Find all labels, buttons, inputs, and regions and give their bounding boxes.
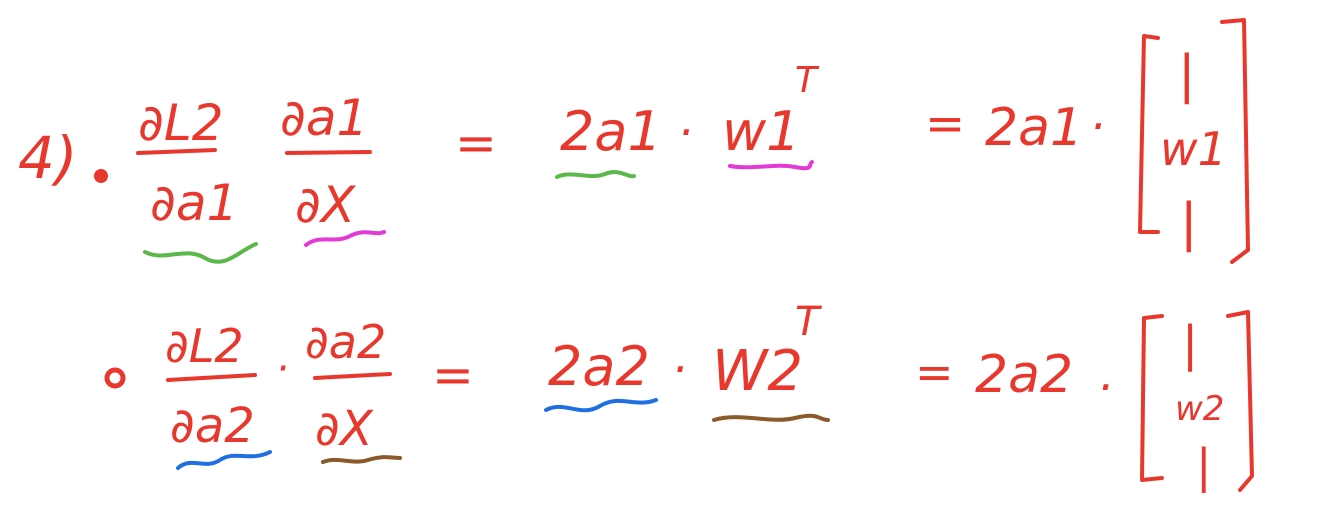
equals-1: =: [455, 114, 497, 172]
right-bracket: [1220, 18, 1250, 264]
matrix-mid: w1: [1160, 122, 1227, 176]
underline-blue-2: [544, 398, 658, 413]
bullet-1: [94, 169, 108, 183]
underline-magenta-2: [728, 160, 814, 171]
underline-green: [143, 242, 258, 264]
left-bracket: [1140, 314, 1164, 482]
item-number: 4): [18, 124, 78, 192]
frac1-denominator: ∂a1: [150, 174, 238, 232]
frac1-numerator: ∂L2: [138, 94, 224, 152]
transpose-2: T: [795, 299, 823, 345]
frac2-denominator: ∂X: [315, 401, 374, 457]
frac-dot: ·: [276, 346, 289, 392]
frac2-denominator: ∂X: [295, 176, 357, 234]
frac2-numerator: ∂a1: [280, 89, 368, 147]
result-2a2: 2a2: [975, 345, 1073, 405]
frac2-bar: [285, 150, 372, 155]
matrix-top: |: [1178, 45, 1196, 105]
dot-2: ·: [1090, 99, 1105, 153]
equals-2: =: [925, 96, 965, 152]
frac1-denominator: ∂a2: [170, 398, 255, 454]
transpose-1: T: [795, 60, 820, 101]
term-2a1: 2a1: [560, 100, 662, 163]
frac2-numerator: ∂a2: [305, 315, 386, 369]
result-2a1: 2a1: [985, 98, 1083, 158]
line-1: 4) ∂L2 ∂a1 ∂a1 ∂X = 2a1 · w1 T = 2a1 · |…: [18, 18, 1250, 264]
dot-1: ·: [672, 342, 687, 396]
underline-brown-2: [712, 413, 830, 422]
underline-blue: [176, 450, 272, 470]
dot-2: .: [1100, 347, 1115, 401]
matrix-mid: w2: [1175, 389, 1224, 429]
term-2a2: 2a2: [548, 335, 650, 398]
term-w1: w1: [722, 100, 801, 163]
frac1-bar: [166, 373, 257, 382]
matrix-bot: |: [1196, 439, 1212, 494]
matrix-2: | w2 |: [1140, 310, 1254, 494]
matrix-1: | w1 |: [1138, 18, 1250, 264]
frac1-numerator: ∂L2: [165, 319, 244, 373]
line-2: ∂L2 ∂a2 · ∂a2 ∂X = 2a2 · W2 T = 2a2 . | …: [104, 299, 1254, 494]
matrix-bot: |: [1180, 193, 1198, 253]
equals-2: =: [915, 345, 954, 399]
underline-brown: [321, 455, 402, 464]
equals-1: =: [432, 346, 474, 404]
dot-1: ·: [678, 105, 693, 159]
underline-magenta: [304, 230, 386, 247]
left-bracket: [1138, 34, 1160, 234]
term-W2: W2: [712, 339, 803, 404]
frac2-bar: [313, 372, 392, 380]
frac1-bar: [136, 148, 217, 155]
right-bracket: [1226, 310, 1254, 492]
bullet-2: [104, 367, 126, 389]
underline-green-2: [555, 170, 636, 179]
matrix-top: |: [1182, 316, 1198, 372]
